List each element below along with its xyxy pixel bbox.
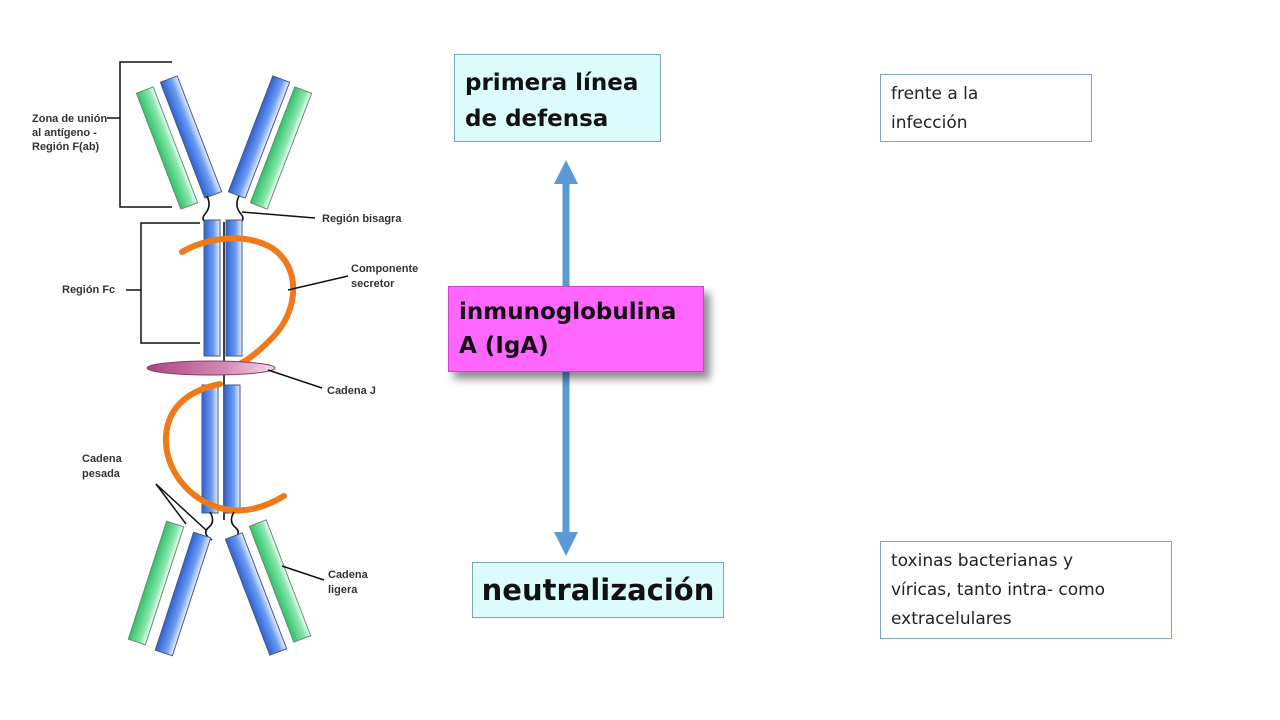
toxinas-line-2: víricas, tanto intra- como (891, 580, 1106, 600)
j-chain-leader (267, 369, 323, 389)
heavy-chain-label: Cadena pesada (82, 453, 125, 480)
lower-right-arm (224, 519, 312, 656)
fab-bracket (119, 61, 172, 208)
neutralizacion-label: neutralización (481, 573, 715, 607)
light-chain-label: Cadena ligera (328, 569, 371, 596)
fc-bracket (140, 222, 200, 344)
iga-box: inmunoglobulina A (IgA) (448, 286, 704, 372)
heavy-chain (227, 75, 291, 199)
light-chain (135, 86, 199, 210)
upper-right-arm (227, 75, 313, 210)
lower-fc (201, 384, 241, 514)
iga-line-2: A (IgA) (459, 333, 549, 359)
heavy-chain (159, 75, 223, 199)
upper-left-arm (135, 75, 223, 210)
light-chain (249, 86, 313, 210)
hinge-leader (241, 211, 316, 219)
secretory-component (162, 235, 297, 514)
neutralizacion-box: neutralización (472, 562, 724, 618)
antigen-zone-label: Zona de unión al antígeno - Región F(ab) (32, 113, 110, 153)
hinge-label: Región bisagra (322, 213, 402, 225)
toxinas-line-3: extracelulares (891, 609, 1012, 629)
primera-linea-line-1: primera línea (465, 70, 639, 96)
fc-region-label: Región Fc (62, 284, 115, 296)
iga-line-1: inmunoglobulina (459, 299, 677, 325)
light-chain (127, 520, 185, 646)
toxinas-note: toxinas bacterianas y víricas, tanto int… (880, 541, 1172, 639)
frente-note: frente a la infección (880, 74, 1092, 142)
primera-linea-line-2: de defensa (465, 106, 609, 132)
light-leader (281, 565, 325, 581)
primera-linea-box: primera línea de defensa (454, 54, 661, 142)
heavy-leader-1 (155, 483, 207, 531)
secretory-leader (287, 275, 349, 291)
j-chain (146, 360, 276, 376)
toxinas-line-1: toxinas bacterianas y (891, 551, 1074, 571)
heavy-leader-2 (155, 483, 187, 525)
heavy-chain (224, 532, 288, 656)
heavy-chain (154, 531, 212, 657)
j-chain-label: Cadena J (327, 385, 376, 397)
frente-line-1: frente a la (891, 84, 979, 104)
upper-fc (203, 219, 243, 357)
leader-lines (107, 61, 349, 581)
frente-line-2: infección (891, 113, 968, 133)
lower-left-arm (127, 520, 212, 657)
light-chain (248, 519, 312, 643)
secretory-component-label: Componente secretor (351, 263, 421, 290)
